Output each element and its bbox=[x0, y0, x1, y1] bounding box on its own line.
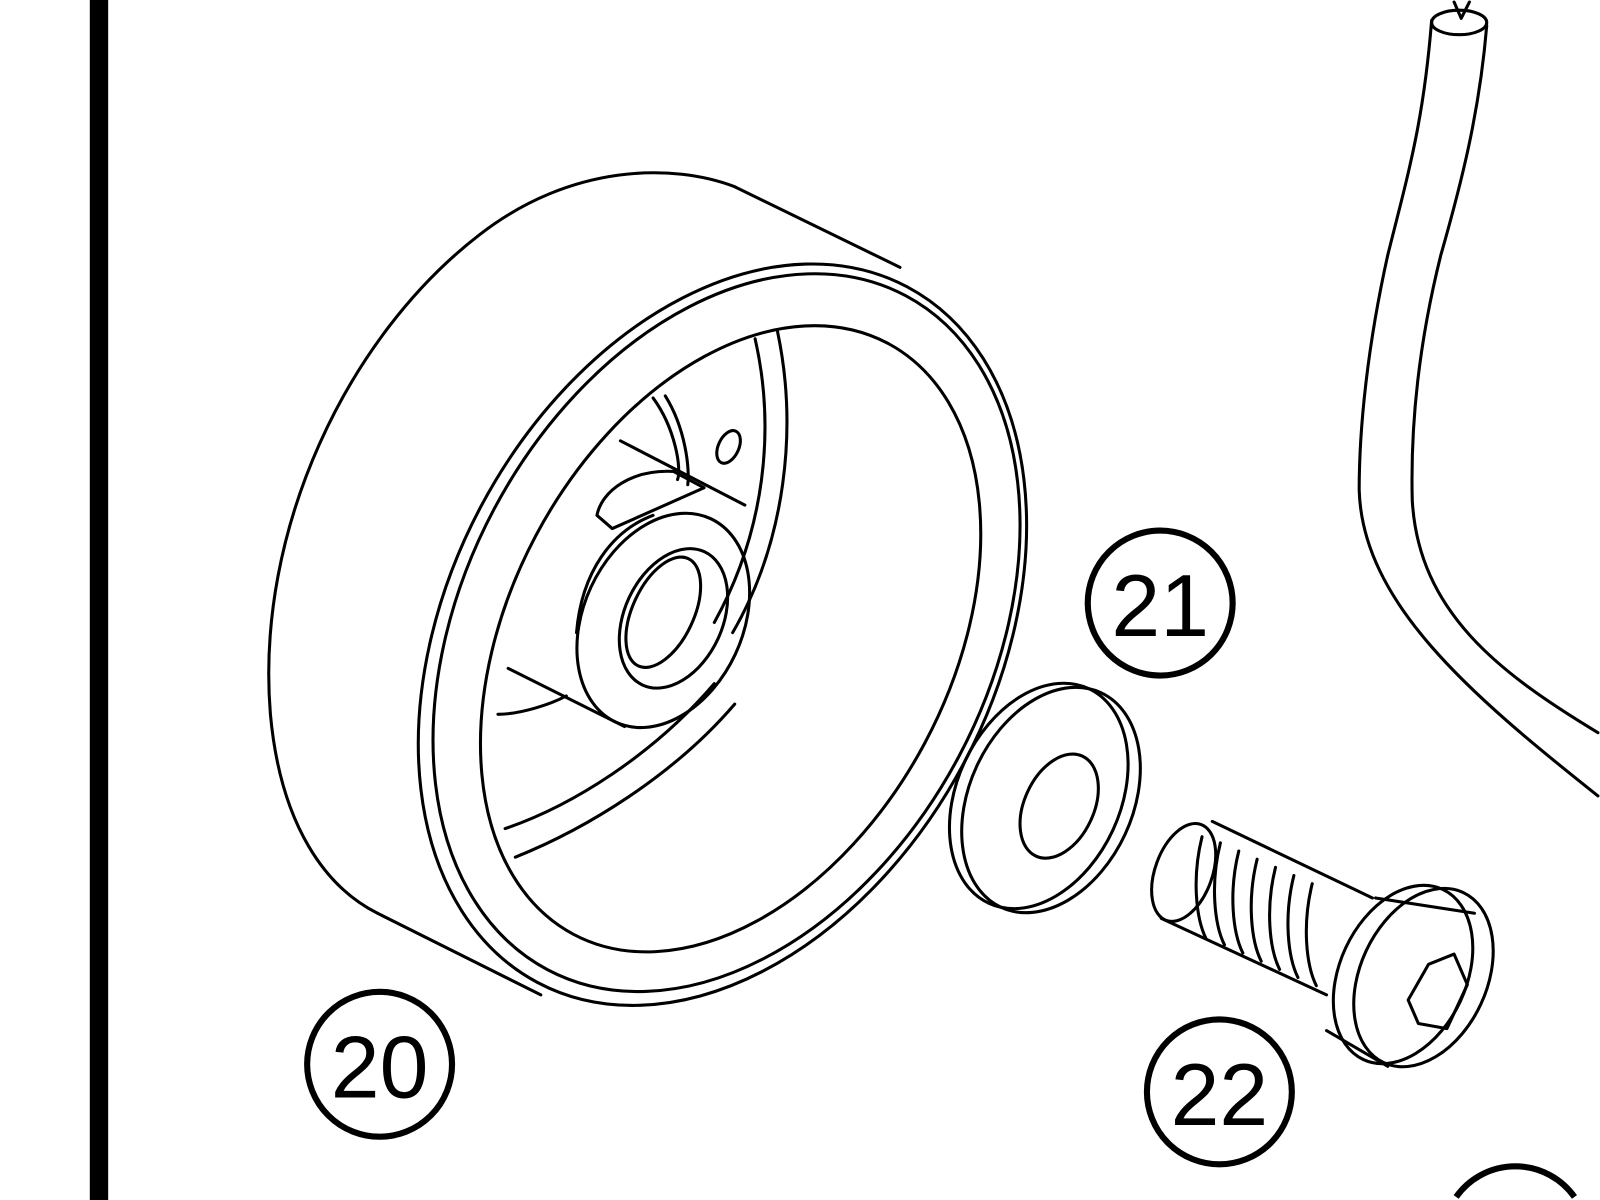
callout-21: 21 bbox=[1084, 527, 1236, 679]
callout-label-22: 22 bbox=[1171, 1046, 1269, 1144]
callout-label-20: 20 bbox=[331, 1018, 429, 1116]
callout-22: 22 bbox=[1143, 1016, 1295, 1168]
callout-label-21: 21 bbox=[1111, 557, 1209, 655]
callout-20: 20 bbox=[304, 988, 456, 1140]
washer-part bbox=[947, 681, 1142, 915]
callout-partial bbox=[1453, 1163, 1577, 1199]
page-border-bar bbox=[89, 0, 109, 1200]
cable bbox=[1357, 0, 1600, 798]
bolt-part bbox=[1150, 819, 1495, 1069]
flywheel-part bbox=[267, 171, 1029, 1007]
